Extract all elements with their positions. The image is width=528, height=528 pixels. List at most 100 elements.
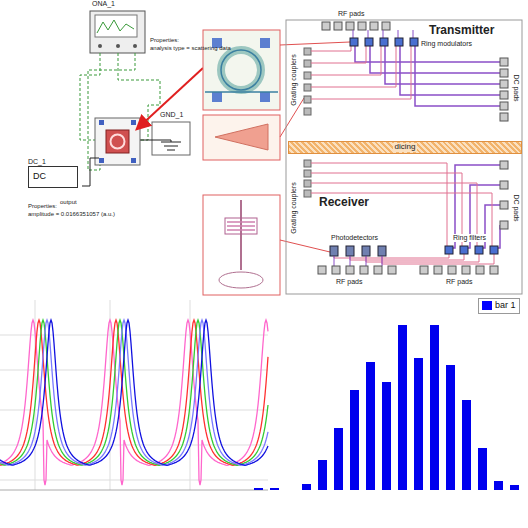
dc-pad <box>500 58 508 66</box>
waveguide <box>311 46 396 87</box>
charts <box>0 300 519 490</box>
rf-pad <box>462 266 470 274</box>
ring-modulator <box>395 38 403 46</box>
waveguide <box>205 91 278 93</box>
ground-symbol <box>140 140 181 150</box>
dc-pad <box>500 201 508 209</box>
metal-line <box>452 165 500 248</box>
legend-row: bar 1 <box>482 301 516 311</box>
histogram-bar <box>366 362 375 490</box>
photodetector <box>362 246 370 256</box>
detector-layout <box>225 218 257 234</box>
analyzer-screen <box>95 15 137 37</box>
histogram-bar <box>430 325 439 490</box>
inset-frame <box>203 115 280 160</box>
ring-icon <box>106 130 129 153</box>
histogram-bar <box>398 325 407 490</box>
ring-filter <box>490 246 498 254</box>
histogram-bar <box>302 484 311 490</box>
annotation: DC pads <box>512 73 520 102</box>
dc-pad <box>500 113 508 121</box>
rf-pad <box>358 22 366 30</box>
instrument-block: ONA_1 <box>92 0 115 8</box>
histogram-bar <box>334 428 343 490</box>
waveguide <box>311 46 366 63</box>
waveguide <box>311 173 462 246</box>
detector-layout <box>240 200 242 270</box>
grid-line <box>0 370 268 371</box>
annotation: Properties: <box>150 37 179 44</box>
legend-label: bar 1 <box>495 301 516 311</box>
annotation: DC pads <box>512 193 520 222</box>
inset-frame <box>203 195 280 295</box>
histogram-bar <box>270 488 279 490</box>
histogram-bar <box>350 390 359 490</box>
ring-layout <box>221 50 261 90</box>
histogram-bar <box>318 460 327 490</box>
leader-line <box>280 42 350 45</box>
histogram-bar <box>414 358 423 490</box>
metal-line <box>355 46 500 62</box>
metal-line <box>382 256 383 266</box>
axis <box>0 490 268 491</box>
pad <box>260 92 270 102</box>
waveguide <box>311 46 411 99</box>
dc-pad <box>500 91 508 99</box>
histogram-bar <box>462 400 471 490</box>
port <box>99 158 104 163</box>
rf-pad <box>332 266 340 274</box>
waveguide <box>311 193 492 246</box>
dc-pad <box>500 221 508 229</box>
analyzer-symbol <box>90 11 145 53</box>
ring-modulator <box>365 38 373 46</box>
histogram-bar <box>382 382 391 490</box>
pad <box>260 38 270 48</box>
annotation: RF pads <box>338 10 364 18</box>
metal-line <box>385 46 500 84</box>
photodetector <box>346 246 354 256</box>
rf-pad <box>346 22 354 30</box>
annotation: analysis type = scattering data <box>150 45 231 52</box>
rf-pad <box>382 22 390 30</box>
annotation: GND_1 <box>160 111 183 119</box>
leader-line <box>280 240 330 252</box>
rf-pad <box>322 22 330 30</box>
rf-pad <box>476 266 484 274</box>
grid-line <box>0 480 268 481</box>
histogram-bar <box>254 488 263 490</box>
callout-arrow <box>138 68 203 128</box>
chip-outline <box>286 20 522 294</box>
waveguide <box>382 254 494 264</box>
grating-coupler <box>304 190 311 197</box>
grating-coupler <box>304 72 311 79</box>
histogram-bar <box>494 481 503 490</box>
spectrum-curve <box>0 320 268 465</box>
rf-pad <box>360 266 368 274</box>
rf-pad <box>346 266 354 274</box>
port <box>131 158 136 163</box>
annotation: RF pads <box>446 278 472 286</box>
annotation: Properties: <box>28 203 57 210</box>
rf-pad <box>370 22 378 30</box>
photodetector <box>378 246 386 256</box>
detector-layout <box>227 222 255 230</box>
port <box>98 44 102 48</box>
waveguide <box>311 163 447 246</box>
annotation: RF pads <box>336 278 362 286</box>
port <box>133 44 137 48</box>
band-label: dicing <box>393 143 418 152</box>
source-box: DC <box>28 166 78 188</box>
metal-line <box>370 46 500 73</box>
grating-coupler <box>304 170 311 177</box>
rf-pad <box>334 22 342 30</box>
rf-pad <box>434 266 442 274</box>
instrument-name: DC_1 <box>28 158 78 166</box>
grating-coupler <box>304 48 311 55</box>
source-label: DC <box>33 172 73 182</box>
ring-filter <box>445 246 453 254</box>
metal-line <box>350 256 351 266</box>
spectrum-curve <box>0 320 268 465</box>
ring-component <box>95 118 140 165</box>
annotation: Grating couplers <box>290 53 298 106</box>
